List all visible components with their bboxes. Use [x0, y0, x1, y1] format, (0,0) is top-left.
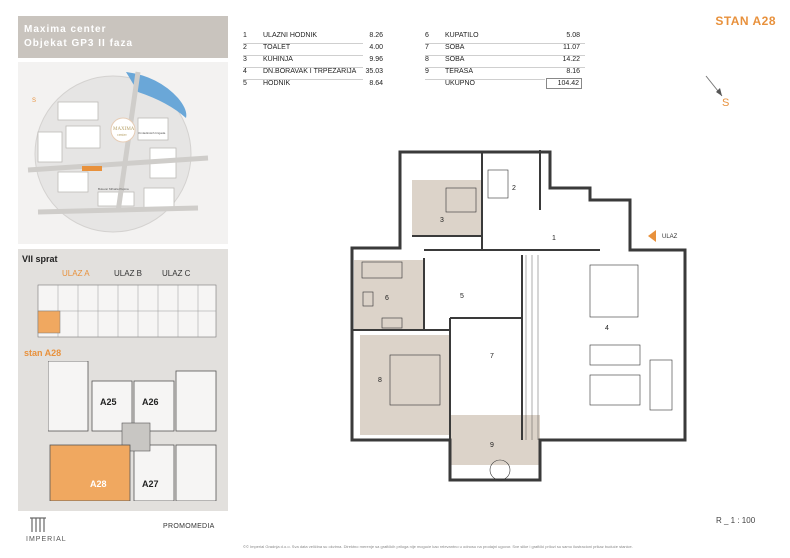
unit-key-label: stan A28 — [24, 348, 62, 358]
map-logo-sub: center — [117, 132, 127, 137]
unit-a26-label: A26 — [142, 397, 159, 407]
project-title: Maxima center — [24, 24, 107, 35]
entrance-c-label: ULAZ C — [162, 269, 191, 278]
room-4-number: 4 — [605, 325, 609, 332]
floor-title: VII sprat — [22, 254, 58, 264]
floor-key-plan: VII sprat ULAZ A ULAZ B ULAZ C stan A28 — [18, 249, 228, 511]
room-1-number: 1 — [552, 235, 556, 242]
room-6-number: 6 — [385, 295, 389, 302]
map-street-1: Bulevar Mihaila Pupina — [98, 187, 129, 191]
scale-label: R _ 1 : 100 — [716, 516, 756, 525]
total-area: 104.42 — [546, 78, 582, 89]
room-7-number: 7 — [490, 353, 494, 360]
unit-a28-label: A28 — [90, 479, 107, 489]
project-header: Maxima center Objekat GP3 II faza — [18, 16, 228, 58]
floor-plan-drawing: ULAZ 1 2 3 4 5 6 7 8 9 — [350, 150, 687, 482]
map-south-label: S — [32, 98, 36, 104]
unit-a25-label: A25 — [100, 397, 117, 407]
unit-title: STAN A28 — [715, 14, 776, 28]
disclaimer: ©© Imperial Gradnja d.o.o. Sva data veli… — [243, 544, 633, 549]
room-3-number: 3 — [440, 217, 444, 224]
room-5-number: 5 — [460, 293, 464, 300]
compass-label: S — [722, 97, 730, 109]
project-subtitle: Objekat GP3 II faza — [24, 38, 134, 49]
unit-key-drawing: A25 A26 A28 A27 — [48, 361, 217, 501]
compass-icon — [705, 75, 723, 97]
imperial-logo: IMPERIAL — [18, 516, 78, 546]
entrance-a-label: ULAZ A — [62, 269, 90, 278]
location-map: MAXIMA center S Omladinskih brigada Bule… — [18, 62, 228, 244]
entrance-b-label: ULAZ B — [114, 269, 143, 278]
imperial-logo-text: IMPERIAL — [26, 536, 67, 543]
imperial-logo-icon — [30, 517, 46, 532]
room-9-number: 9 — [490, 442, 494, 449]
location-map-drawing: MAXIMA center S Omladinskih brigada Bule… — [27, 71, 209, 233]
plan-entrance-label: ULAZ — [662, 234, 678, 240]
promo-label: PROMOMEDIA — [163, 523, 215, 530]
total-label: UKUPNO — [445, 80, 475, 87]
map-street-2: Omladinskih brigada — [138, 131, 166, 135]
floor-overview-drawing — [37, 284, 217, 338]
map-logo-name: MAXIMA — [113, 127, 135, 132]
sidebar: Maxima center Objekat GP3 II faza — [18, 16, 228, 546]
unit-a27-label: A27 — [142, 479, 159, 489]
room-fills — [354, 180, 540, 465]
room-8-number: 8 — [378, 377, 382, 384]
compass — [700, 72, 730, 116]
room-2-number: 2 — [512, 185, 516, 192]
floor-plan: ULAZ 1 2 3 4 5 6 7 8 9 — [300, 140, 700, 490]
